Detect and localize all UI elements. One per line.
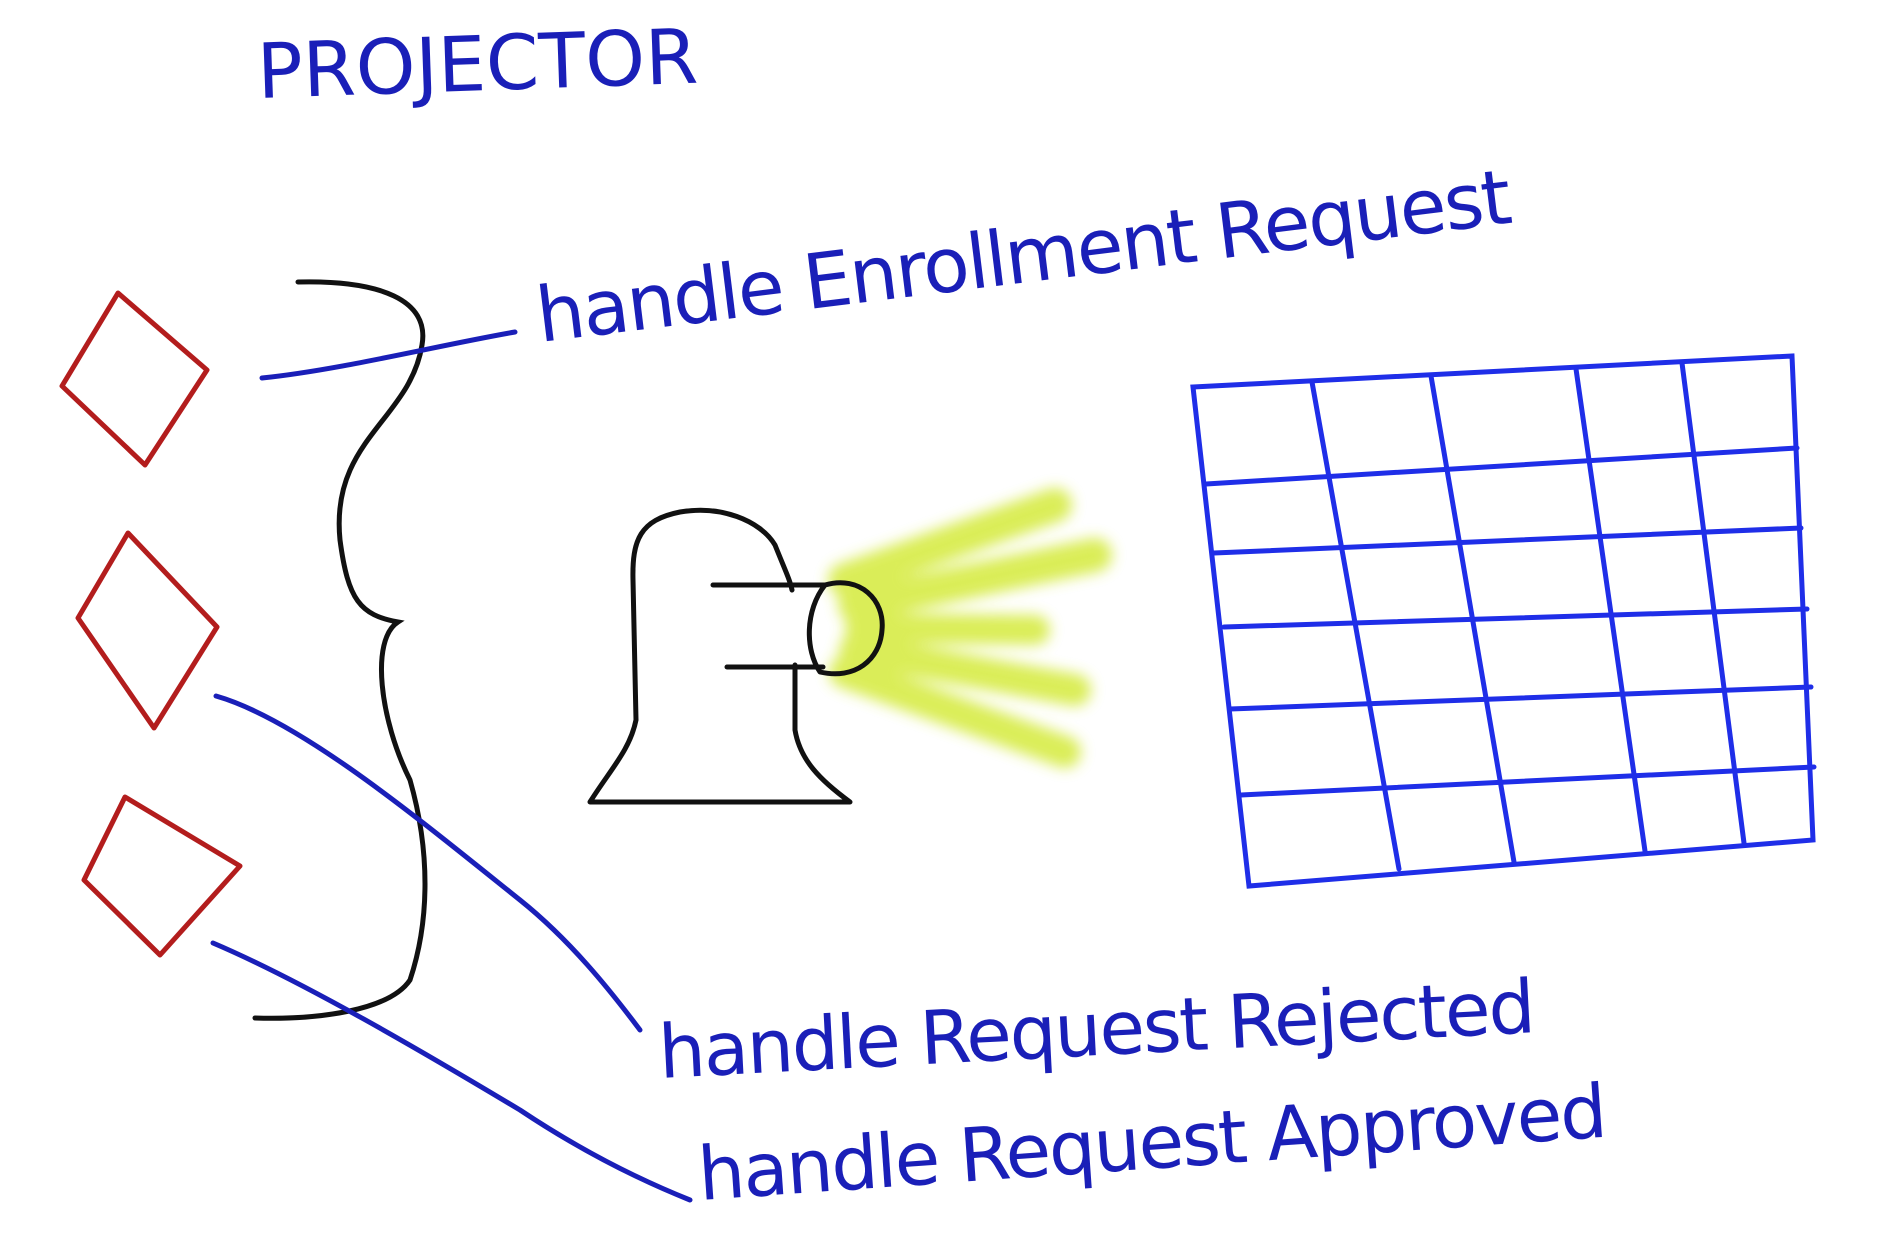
handler-label-approved: handle Request Approved — [695, 1069, 1608, 1218]
projector-body — [587, 507, 853, 805]
grid-border — [1190, 353, 1816, 889]
projector-icon — [587, 507, 885, 805]
handler-label-rejected: handle Request Rejected — [656, 964, 1535, 1096]
event-diamond-3 — [81, 794, 243, 958]
curly-bracket — [252, 279, 428, 1021]
handler-label-enrollment: handle Enrollment Request — [531, 152, 1514, 360]
connector-enrollment — [259, 329, 518, 381]
diagram-title: PROJECTOR — [256, 12, 700, 116]
event-diamonds — [59, 290, 243, 958]
connector-approved — [210, 940, 693, 1203]
connector-rejected — [213, 693, 643, 1033]
projector-light-beams — [828, 488, 1112, 768]
event-diamond-2 — [75, 530, 220, 731]
read-model-grid — [1190, 353, 1817, 889]
event-diamond-1 — [59, 290, 210, 468]
projector-lens — [806, 580, 885, 677]
handler-connectors — [210, 329, 693, 1203]
